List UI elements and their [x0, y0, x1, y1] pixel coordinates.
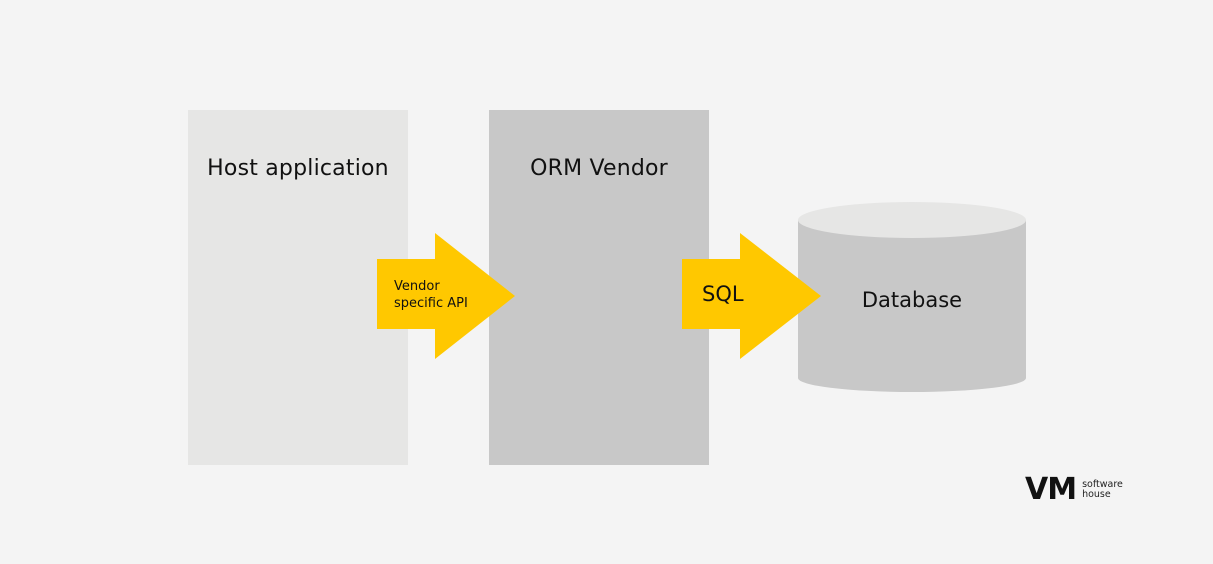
database-body	[798, 220, 1026, 392]
sql-arrow-label: SQL	[702, 282, 744, 306]
vm-software-house-logo: VM software house	[1025, 472, 1123, 507]
orm-vendor-label: ORM Vendor	[530, 156, 668, 181]
logo-text-line1: software	[1082, 479, 1123, 490]
host-application-box: Host application	[188, 110, 408, 465]
api-label-line1: Vendor	[394, 279, 440, 294]
api-arrow-label: Vendor specific API	[394, 278, 468, 312]
database-cylinder	[798, 202, 1026, 392]
orm-vendor-box: ORM Vendor	[489, 110, 709, 465]
sql-arrow	[682, 233, 821, 359]
host-application-label: Host application	[207, 156, 389, 181]
logo-mark: VM	[1025, 472, 1077, 507]
api-arrow	[377, 233, 515, 359]
api-label-line2: specific API	[394, 296, 468, 311]
logo-text: software house	[1082, 480, 1123, 500]
logo-text-line2: house	[1082, 489, 1111, 500]
database-label: Database	[861, 288, 963, 312]
database-top	[798, 202, 1026, 238]
